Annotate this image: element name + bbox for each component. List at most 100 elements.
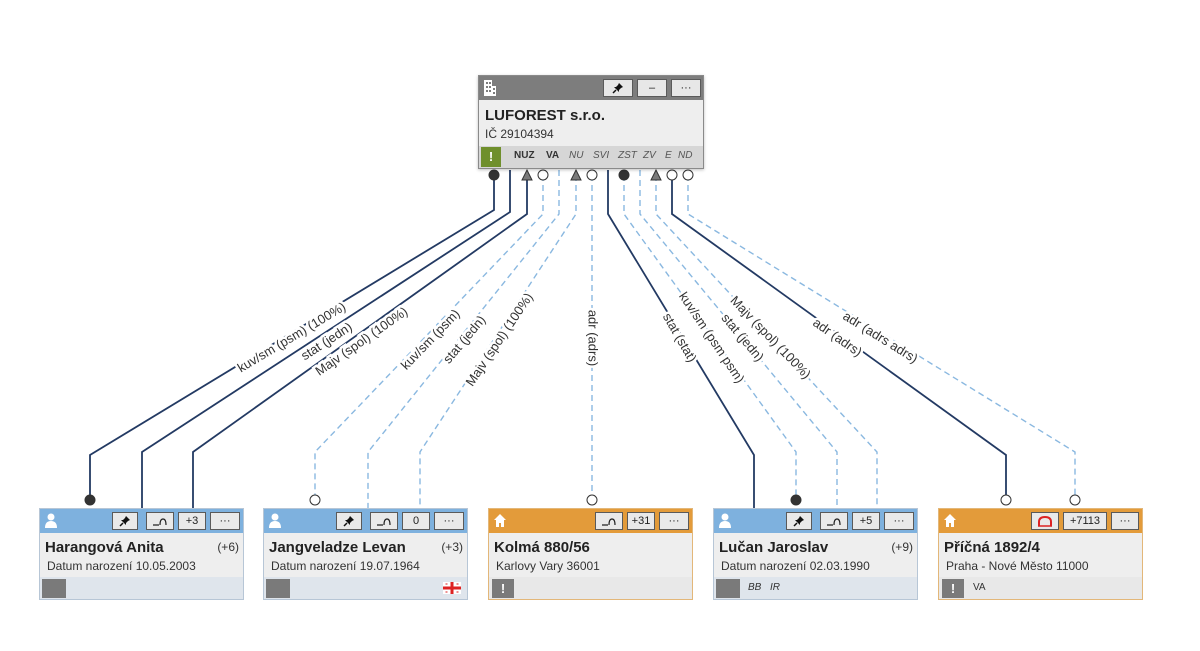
more-button[interactable]: ··· bbox=[1111, 512, 1139, 530]
edge-line[interactable] bbox=[367, 170, 560, 508]
status-square bbox=[42, 579, 66, 598]
pin-button[interactable] bbox=[603, 79, 633, 97]
rel-va[interactable]: VA bbox=[546, 150, 560, 161]
georgia-flag-icon bbox=[443, 582, 461, 594]
rel-zv[interactable]: ZV bbox=[643, 150, 656, 161]
edge-line[interactable] bbox=[419, 175, 577, 508]
count-badge[interactable]: +31 bbox=[627, 512, 655, 530]
connector-marker bbox=[666, 169, 678, 181]
edge-line[interactable] bbox=[141, 170, 511, 508]
warning-badge[interactable]: ! bbox=[492, 579, 514, 598]
house-icon bbox=[494, 514, 506, 527]
tag-va: VA bbox=[973, 582, 986, 593]
pin-icon bbox=[612, 83, 623, 94]
rel-nu[interactable]: NU bbox=[569, 150, 584, 161]
node-name: Harangová Anita bbox=[45, 539, 164, 556]
more-button[interactable]: ··· bbox=[210, 512, 240, 530]
connector-marker bbox=[790, 494, 802, 506]
connector-marker bbox=[618, 169, 630, 181]
links-icon bbox=[377, 518, 391, 526]
person-icon bbox=[269, 513, 281, 528]
node-subtitle: Datum narození 19.07.1964 bbox=[271, 559, 420, 573]
node-extra-count: (+3) bbox=[441, 540, 463, 554]
node-subtitle: Karlovy Vary 36001 bbox=[496, 559, 600, 573]
edge-line[interactable] bbox=[89, 175, 495, 500]
company-ico: IČ 29104394 bbox=[485, 127, 554, 141]
edge-line[interactable] bbox=[623, 175, 797, 500]
connector-marker bbox=[309, 494, 321, 506]
pin-icon bbox=[119, 516, 130, 527]
company-header: – ··· bbox=[479, 76, 703, 100]
count-badge[interactable]: +3 bbox=[178, 512, 206, 530]
card-footer: ! bbox=[489, 577, 692, 599]
edge-line[interactable] bbox=[671, 175, 1007, 500]
company-card[interactable]: – ··· LUFOREST s.r.o. IČ 29104394 ! NUZ … bbox=[478, 75, 704, 169]
person-icon bbox=[45, 513, 57, 528]
node-subtitle: Datum narození 10.05.2003 bbox=[47, 559, 196, 573]
rel-nuz[interactable]: NUZ bbox=[514, 150, 535, 161]
more-button[interactable]: ··· bbox=[671, 79, 701, 97]
pin-icon bbox=[343, 516, 354, 527]
rel-e[interactable]: E bbox=[665, 150, 672, 161]
node-subtitle: Praha - Nové Město 11000 bbox=[946, 559, 1089, 573]
rel-nd[interactable]: ND bbox=[678, 150, 693, 161]
card-footer: BB IR bbox=[714, 577, 917, 599]
tag-ir: IR bbox=[770, 582, 780, 593]
warning-badge[interactable]: ! bbox=[942, 579, 964, 598]
person-card-lucan[interactable]: +5 ··· Lučan Jaroslav (+9) Datum narozen… bbox=[713, 508, 918, 600]
node-extra-count: (+9) bbox=[891, 540, 913, 554]
connector-marker bbox=[570, 168, 582, 181]
card-header: +7113 ··· bbox=[939, 509, 1142, 533]
highlight-button[interactable] bbox=[1031, 512, 1059, 530]
pin-button[interactable] bbox=[786, 512, 812, 530]
card-footer bbox=[264, 577, 467, 599]
address-card-pricna[interactable]: +7113 ··· Příčná 1892/4 Praha - Nové Měs… bbox=[938, 508, 1143, 600]
expand-links-button[interactable] bbox=[370, 512, 398, 530]
edge-line[interactable] bbox=[192, 175, 528, 508]
node-extra-count: (+6) bbox=[217, 540, 239, 554]
rel-svi[interactable]: SVI bbox=[593, 150, 610, 161]
card-footer: ! VA bbox=[939, 577, 1142, 599]
tag-bb: BB bbox=[748, 582, 762, 593]
more-button[interactable]: ··· bbox=[884, 512, 914, 530]
node-subtitle: Datum narození 02.03.1990 bbox=[721, 559, 870, 573]
count-badge[interactable]: +7113 bbox=[1063, 512, 1107, 530]
edge-line[interactable] bbox=[655, 175, 878, 508]
edge-line[interactable] bbox=[639, 170, 838, 508]
pin-button[interactable] bbox=[336, 512, 362, 530]
edge-line[interactable] bbox=[607, 170, 755, 508]
expand-links-button[interactable] bbox=[820, 512, 848, 530]
warning-badge[interactable]: ! bbox=[481, 147, 501, 167]
connector-marker bbox=[650, 168, 662, 181]
arch-icon bbox=[1038, 515, 1052, 527]
card-header: +31 ··· bbox=[489, 509, 692, 533]
edge-label: adr (adrs) bbox=[586, 310, 601, 366]
connector-marker bbox=[537, 169, 549, 181]
links-icon bbox=[602, 518, 616, 526]
pin-button[interactable] bbox=[112, 512, 138, 530]
connector-marker bbox=[1069, 494, 1081, 506]
expand-links-button[interactable] bbox=[146, 512, 174, 530]
person-icon bbox=[719, 513, 731, 528]
building-icon bbox=[484, 80, 496, 96]
count-badge[interactable]: 0 bbox=[402, 512, 430, 530]
count-badge[interactable]: +5 bbox=[852, 512, 880, 530]
person-card-jangveladze[interactable]: 0 ··· Jangveladze Levan (+3) Datum naroz… bbox=[263, 508, 468, 600]
minimize-button[interactable]: – bbox=[637, 79, 667, 97]
card-header: +3 ··· bbox=[40, 509, 243, 533]
edge-label-halo: adr (adrs) bbox=[586, 310, 601, 366]
expand-links-button[interactable] bbox=[595, 512, 623, 530]
connector-marker bbox=[586, 494, 598, 506]
connector-marker bbox=[682, 169, 694, 181]
card-header: +5 ··· bbox=[714, 509, 917, 533]
connector-marker bbox=[521, 168, 533, 181]
more-button[interactable]: ··· bbox=[434, 512, 464, 530]
more-button[interactable]: ··· bbox=[659, 512, 689, 530]
rel-zst[interactable]: ZST bbox=[618, 150, 637, 161]
address-card-kolma[interactable]: +31 ··· Kolmá 880/56 Karlovy Vary 36001 … bbox=[488, 508, 693, 600]
person-card-harangova[interactable]: +3 ··· Harangová Anita (+6) Datum naroze… bbox=[39, 508, 244, 600]
node-name: Jangveladze Levan bbox=[269, 539, 406, 556]
status-square bbox=[716, 579, 740, 598]
edge-line[interactable] bbox=[314, 175, 544, 500]
